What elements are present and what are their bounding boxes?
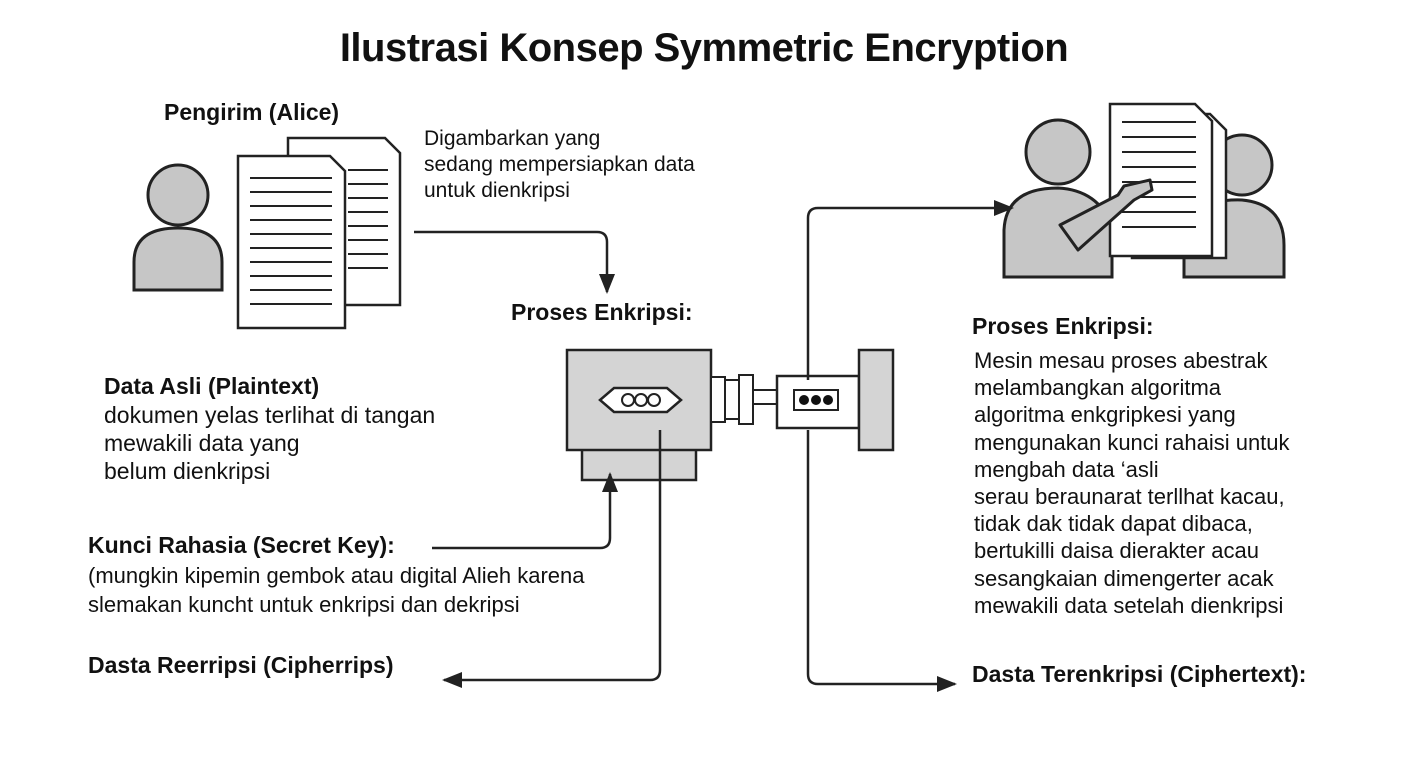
sender-note: Digambarkan yang sedang mempersiapkan da… [424, 126, 695, 204]
process-right-label: Proses Enkripsi: [972, 313, 1154, 339]
process-right-line: mengbah data ‘asli [974, 456, 1159, 482]
sender-note-line: untuk dienkripsi [424, 179, 570, 202]
secret-key-line: slemakan kuncht untuk enkripsi dan dekri… [88, 592, 520, 617]
process-right-line: tidak dak tidak dapat dibaca, [974, 511, 1253, 537]
process-right-line: melambangkan algoritma [974, 375, 1222, 401]
arrow-machine-to-receiver [806, 200, 1014, 380]
secret-key-label: Kunci Rahasia (Secret Key): [88, 532, 395, 558]
ciphertext-label: Dasta Terenkripsi (Ciphertext): [972, 661, 1307, 687]
plaintext-label: Data Asli (Plaintext) [104, 373, 320, 399]
sender-person-icon [132, 163, 224, 292]
process-center-label: Proses Enkripsi: [511, 299, 693, 325]
process-right-description: Mesin mesau proses abestrak melambangkan… [974, 347, 1290, 619]
plaintext-line: dokumen yelas terlihat di tangan [104, 402, 436, 428]
secret-key-description: (mungkin kipemin gembok atau digital Ali… [88, 561, 585, 619]
pointing-arm-icon [1058, 178, 1154, 252]
process-right-line: mengunakan kunci rahaisi untuk [974, 429, 1290, 455]
sender-note-line: sedang mempersiapkan data [424, 153, 695, 176]
process-right-line: algoritma enkgripkesi yang [974, 402, 1236, 428]
cipher-left-label: Dasta Reerripsi (Cipherrips) [88, 652, 394, 678]
plaintext-description: dokumen yelas terlihat di tangan mewakil… [104, 401, 435, 485]
process-right-line: sesangkaian dimengerter acak [974, 565, 1274, 591]
process-right-line: bertukilli daisa dierakter acau [974, 538, 1259, 564]
encryption-machine-icon [565, 348, 895, 482]
sender-note-line: Digambarkan yang [424, 127, 601, 150]
arrow-docs-to-process [414, 230, 615, 294]
page-title: Ilustrasi Konsep Symmetric Encryption [339, 26, 1069, 70]
ciphertext-document-icon [1108, 102, 1228, 260]
arrow-machine-to-cipher-left [442, 430, 662, 688]
process-right-line: mewakili data setelah dienkripsi [974, 592, 1284, 618]
process-right-line: serau beraunarat terllhat kacau, [974, 484, 1285, 510]
arrow-machine-to-ciphertext [806, 430, 957, 692]
sender-label: Pengirim (Alice) [164, 99, 340, 125]
plaintext-line: mewakili data yang [104, 430, 300, 456]
plaintext-line: belum dienkripsi [104, 458, 271, 484]
plaintext-document-icon [236, 136, 402, 330]
secret-key-line: (mungkin kipemin gembok atau digital Ali… [88, 563, 585, 588]
process-right-line: Mesin mesau proses abestrak [974, 348, 1268, 373]
arrow-key-to-machine [432, 472, 618, 550]
